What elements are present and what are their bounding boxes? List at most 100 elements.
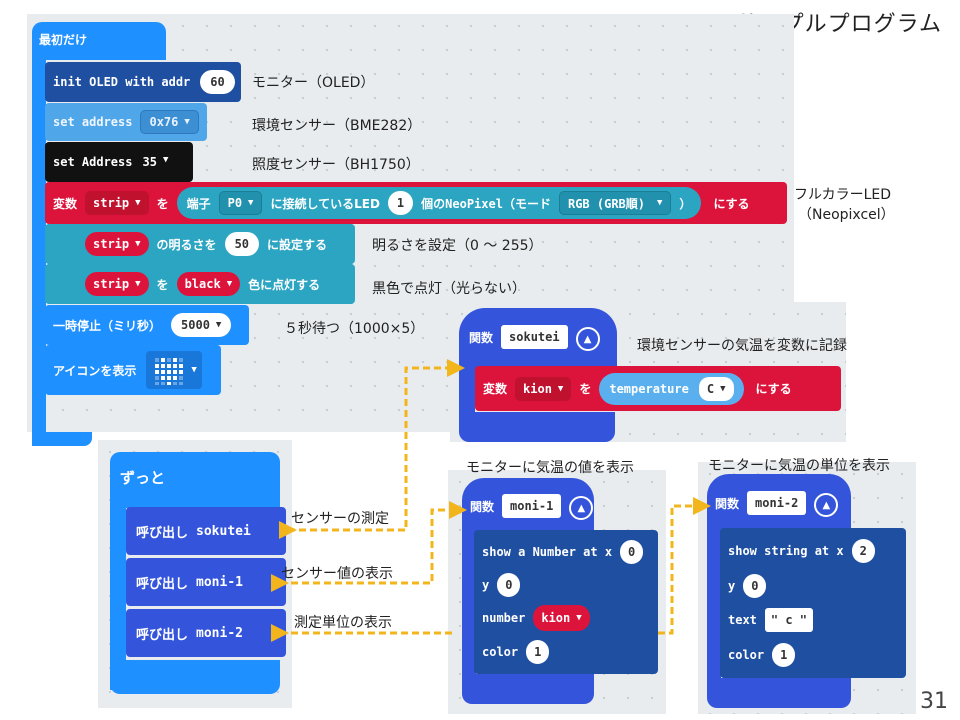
- y-input[interactable]: 0: [497, 572, 521, 597]
- pause-label: 一時停止（ミリ秒）: [53, 318, 162, 333]
- brightness-strip-value: strip: [93, 237, 130, 251]
- mode-close-label: ）: [679, 196, 692, 211]
- collapse-icon[interactable]: ▲: [569, 496, 594, 520]
- set-brightness-block[interactable]: strip▼ の明るさを 50 に設定する: [45, 224, 355, 264]
- moni1-title: モニターに気温の値を表示: [466, 460, 634, 476]
- mode-value: RGB (GRB順): [567, 196, 645, 211]
- function-moni2-header[interactable]: 関数 moni-2 ▲: [707, 474, 851, 534]
- call-moni-2-block[interactable]: 呼び出し moni-2: [126, 609, 286, 657]
- show-color-strip-value: strip: [93, 277, 130, 291]
- note-call-sokutei: センサーの測定: [291, 511, 389, 527]
- kion-var-value: kion: [523, 381, 552, 396]
- call-function-name: moni-2: [196, 625, 243, 641]
- show-color-suffix: 色に点灯する: [248, 277, 321, 292]
- function-keyword: 関数: [469, 331, 494, 345]
- temperature-block[interactable]: temperature C▼: [599, 372, 744, 405]
- bme-address-dropdown[interactable]: 0x76 ▼: [140, 110, 199, 134]
- call-function-name: sokutei: [196, 523, 251, 539]
- note-oled: モニター（OLED）: [252, 75, 375, 91]
- chevron-down-icon: ▼: [135, 279, 141, 289]
- call-label: 呼び出し: [136, 627, 189, 643]
- show-color-strip-var[interactable]: strip ▼: [85, 272, 149, 296]
- on-start-foot: [32, 432, 92, 446]
- color-input[interactable]: 1: [772, 642, 796, 667]
- pause-dropdown[interactable]: 5000▼: [171, 313, 232, 337]
- x-input[interactable]: 2: [851, 539, 875, 564]
- strip-var-dropdown[interactable]: strip▼: [85, 191, 149, 215]
- set-suffix-label: にする: [713, 196, 750, 211]
- y-label: y: [482, 577, 490, 592]
- init-oled-block[interactable]: init OLED with addr 60: [45, 62, 241, 102]
- port-value: P0: [227, 196, 243, 210]
- call-label: 呼び出し: [136, 576, 189, 592]
- chevron-down-icon: ▼: [135, 239, 141, 249]
- set-address-label: set address: [53, 115, 133, 129]
- note-call-moni1: センサー値の表示: [281, 566, 393, 582]
- y-input[interactable]: 0: [743, 573, 767, 598]
- mode-prefix-label: 個のNeoPixel（モード: [421, 196, 551, 211]
- temperature-label: temperature: [609, 381, 689, 396]
- init-oled-label: init OLED with addr: [53, 75, 191, 89]
- set-address-bh-block[interactable]: set Address 35▼: [45, 142, 193, 182]
- collapse-icon[interactable]: ▲: [814, 493, 839, 517]
- show-number-label: show a Number at x: [482, 545, 613, 560]
- function-name-field[interactable]: sokutei: [501, 325, 568, 349]
- x-input[interactable]: 0: [620, 540, 644, 565]
- chevron-down-icon: ▼: [191, 365, 197, 375]
- port-label: 端子: [186, 196, 211, 211]
- note-sokutei: 環境センサーの気温を変数に記録: [637, 338, 847, 354]
- kion-var-dropdown[interactable]: kion ▼: [515, 376, 572, 401]
- set-kion-block[interactable]: 変数 kion▼ を temperature C▼ にする: [475, 366, 841, 411]
- kion-suffix: にする: [755, 382, 792, 396]
- function-name-field[interactable]: moni-1: [502, 494, 562, 518]
- collapse-icon[interactable]: ▲: [575, 327, 600, 351]
- color-dropdown[interactable]: black▼: [176, 272, 241, 296]
- color-input[interactable]: 1: [526, 639, 550, 664]
- neopixel-create-block[interactable]: 端子 P0▼ に接続しているLED 1 個のNeoPixel（モード RGB (…: [176, 187, 702, 219]
- forever-label: ずっと: [120, 469, 166, 487]
- text-input[interactable]: " c ": [764, 608, 814, 633]
- function-name-field[interactable]: moni-2: [747, 491, 807, 515]
- bh-address-dropdown[interactable]: 35▼: [142, 155, 168, 169]
- kion-to-label: を: [579, 382, 592, 396]
- note-neopixel-1: フルカラーLED: [794, 187, 892, 203]
- function-moni2-spine: [707, 528, 721, 684]
- function-keyword: 関数: [715, 497, 740, 511]
- icon-dropdown[interactable]: ▼: [146, 351, 202, 389]
- show-icon-label: アイコンを表示: [53, 363, 137, 378]
- brightness-input[interactable]: 50: [224, 232, 260, 256]
- note-bh: 照度センサー（BH1750）: [252, 157, 420, 173]
- moni2-title: モニターに気温の単位を表示: [708, 458, 890, 474]
- oled-addr-input[interactable]: 60: [200, 70, 235, 94]
- number-var-dropdown[interactable]: kion▼: [533, 605, 590, 632]
- chevron-down-icon: ▼: [248, 198, 254, 208]
- set-address-bme-block[interactable]: set address 0x76 ▼: [45, 103, 207, 141]
- unit-dropdown[interactable]: C▼: [698, 376, 734, 401]
- chevron-down-icon: ▼: [184, 117, 190, 127]
- color-value: black: [184, 277, 221, 291]
- chevron-down-icon: ▼: [557, 383, 564, 394]
- led-count-input[interactable]: 1: [387, 191, 414, 215]
- pause-block[interactable]: 一時停止（ミリ秒） 5000▼: [45, 305, 249, 345]
- bme-address-value: 0x76: [149, 115, 179, 129]
- forever-spine: [110, 500, 126, 690]
- port-dropdown[interactable]: P0 ▼: [218, 191, 263, 215]
- chevron-down-icon: ▼: [576, 613, 582, 624]
- set-strip-block[interactable]: 変数 strip▼ を 端子 P0▼ に接続しているLED 1 個のNeoPix…: [45, 182, 787, 224]
- chevron-down-icon: ▼: [162, 155, 169, 165]
- on-start-label: 最初だけ: [39, 32, 88, 47]
- color-label: color: [482, 644, 519, 659]
- forever-header[interactable]: ずっと: [110, 452, 280, 508]
- function-keyword: 関数: [470, 500, 495, 514]
- function-moni1-header[interactable]: 関数 moni-1 ▲: [462, 478, 594, 538]
- function-sokutei-foot: [459, 412, 615, 442]
- on-start-header[interactable]: 最初だけ: [32, 22, 166, 60]
- brightness-strip-var[interactable]: strip ▼: [85, 232, 149, 256]
- mode-dropdown[interactable]: RGB (GRB順)▼: [558, 191, 672, 215]
- show-icon-block[interactable]: アイコンを表示 ▼: [45, 345, 221, 395]
- show-color-block[interactable]: strip▼ を black▼ 色に点灯する: [45, 264, 355, 304]
